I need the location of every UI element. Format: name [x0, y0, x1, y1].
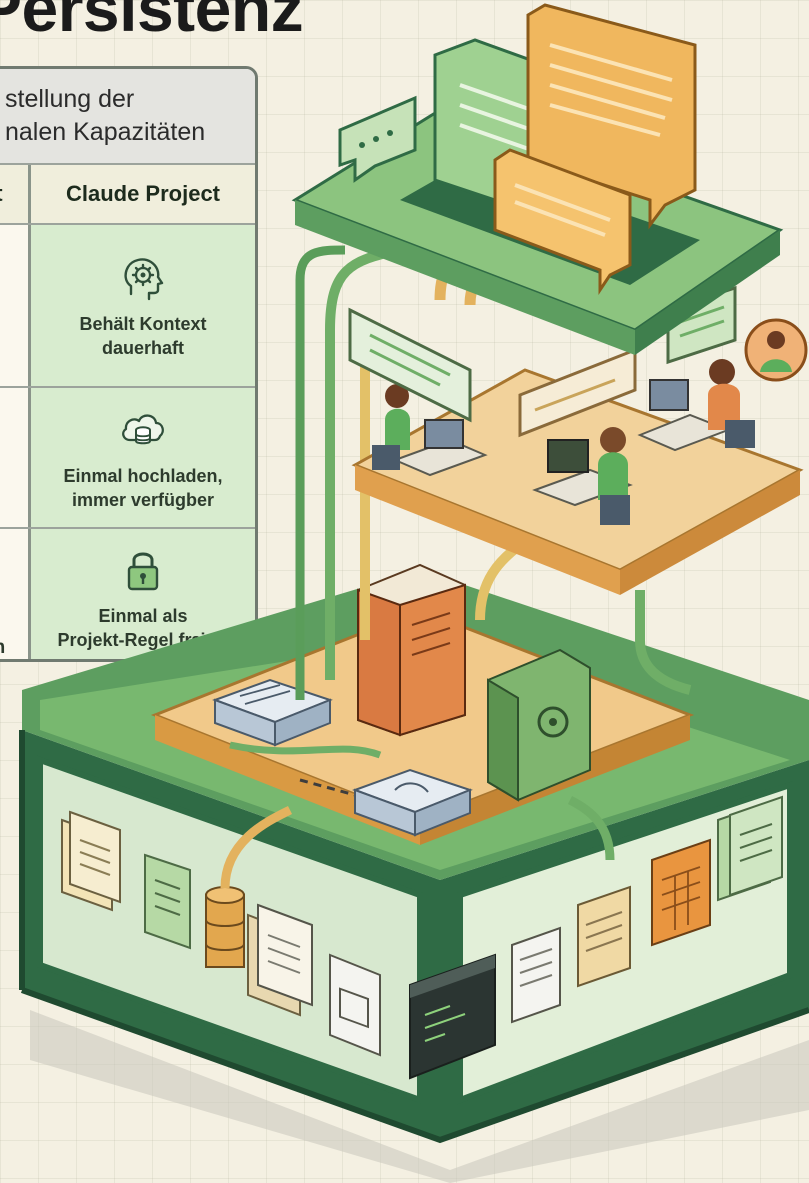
left-cell: en: [0, 529, 31, 659]
person-at-desk: [372, 384, 488, 477]
table-header-row: at Claude Project: [0, 165, 255, 225]
feature-text-line-2: immer verfügber: [71, 489, 215, 510]
document-icon: [717, 795, 783, 902]
document-icon: [577, 885, 631, 988]
feature-text-line-2: dauerhaft: [101, 337, 184, 358]
book-icon: [357, 563, 466, 737]
document-files: [61, 795, 783, 1080]
speech-bubble: [518, 347, 637, 438]
chat-bubble-icon: [493, 148, 632, 295]
feature-text-line-1: Behält Kontext: [79, 313, 207, 334]
left-cell: [0, 225, 31, 386]
document-icon: [247, 903, 313, 1017]
table-row: Einmal hochladen, immer verfügber: [0, 388, 255, 529]
feature-cell: Einmal hochladen, immer verfügber: [31, 388, 255, 527]
chat-bubble-icon: [338, 95, 417, 183]
left-cell-text: en: [0, 637, 5, 659]
person-at-desk: [637, 359, 755, 452]
document-icon: [144, 853, 191, 950]
feature-text-line-1: Einmal hochladen,: [63, 465, 223, 486]
document-icon: [61, 810, 121, 912]
server-box-icon: [352, 768, 473, 837]
speech-bubble: [348, 307, 472, 423]
document-icon: [511, 926, 561, 1024]
comparison-table: stellung der nalen Kapazitäten at Claude…: [0, 66, 258, 662]
spreadsheet-icon: [651, 838, 711, 947]
padlock-icon: [127, 552, 159, 591]
feature-cell: Behält Kontext dauerhaft: [31, 225, 255, 386]
table-heading-line-1: stellung der: [5, 85, 135, 113]
table-row: Behält Kontext dauerhaft: [0, 225, 255, 388]
feature-text-line-1: Einmal als: [98, 606, 188, 626]
table-heading: stellung der nalen Kapazitäten: [0, 69, 255, 165]
person-at-desk: [532, 427, 633, 525]
page-title: Persistenz: [0, 0, 304, 45]
cloud-database-icon: [122, 413, 164, 444]
spreadsheet-icon: [329, 953, 381, 1057]
column-header-left: at: [0, 165, 31, 223]
database-icon: [205, 805, 293, 968]
left-cell: [0, 388, 31, 527]
book-gear-icon: [487, 648, 591, 802]
table-heading-line-2: nalen Kapazitäten: [5, 118, 206, 146]
column-header-claude-project: Claude Project: [65, 181, 221, 206]
avatar: [744, 318, 808, 382]
code-window-icon: [409, 953, 496, 1080]
brain-gear-icon: [124, 257, 164, 300]
chat-bubble-icon: [526, 3, 697, 230]
